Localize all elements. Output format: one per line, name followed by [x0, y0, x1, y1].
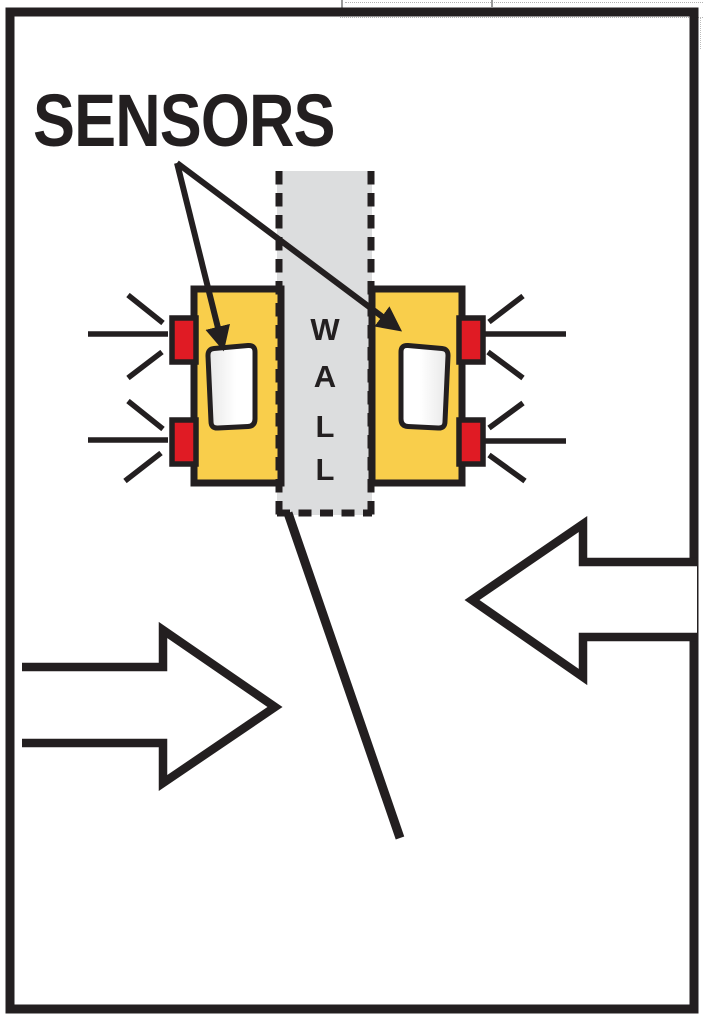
- sensors-leader-arrow-right: [175, 160, 403, 332]
- emitter-block-left-top: [169, 315, 199, 365]
- wall-body: [277, 171, 372, 515]
- signal-rays-left-icon: [88, 292, 168, 484]
- scan-artifact-tick: [341, 0, 343, 9]
- sensors-leader-arrow-left: [174, 162, 230, 352]
- wall-pointer-line: [283, 511, 405, 840]
- emitter-block-left-bottom: [169, 417, 199, 467]
- sensor-window-right: [398, 342, 451, 431]
- scan-artifact-tick: [491, 0, 493, 7]
- wall-label-letter: W: [310, 312, 340, 347]
- scan-artifact-tick: [700, 17, 701, 49]
- wall-label-letter: L: [316, 452, 335, 487]
- emitter-block-right-bottom: [456, 417, 486, 467]
- scan-artifact-line: [340, 17, 703, 18]
- flow-arrow-left-icon: [464, 515, 697, 686]
- wall-label-letter: A: [314, 359, 336, 394]
- sensor-window-left: [205, 342, 258, 431]
- sensors-title: SENSORS: [33, 79, 335, 162]
- flow-arrow-right-icon: [22, 621, 283, 792]
- signal-rays-right-icon: [484, 293, 566, 484]
- scan-artifact-line: [345, 2, 703, 3]
- wall-label-letter: L: [316, 409, 335, 444]
- emitter-block-right-top: [456, 315, 486, 365]
- page-border-frame: [5, 7, 699, 1014]
